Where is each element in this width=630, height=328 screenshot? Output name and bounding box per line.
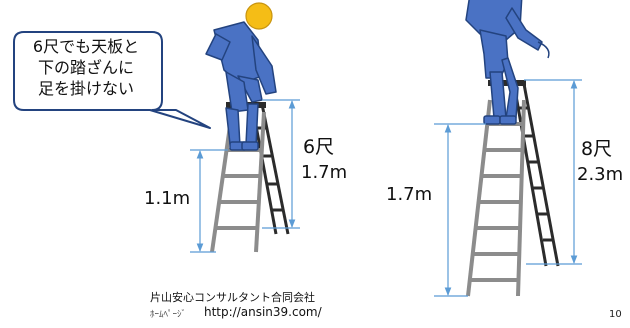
footer-url-label: ﾎｰﾑﾍﾟｰｼﾞ: [150, 310, 187, 320]
callout-bubble: [13, 31, 211, 129]
callout-line-2: 下の踏ざんに: [37, 58, 134, 77]
left-dimension-lines: [190, 99, 300, 253]
right-step-height-label: 1.7m: [386, 184, 433, 205]
callout-line-1: 6尺でも天板と: [32, 37, 140, 56]
right-ladder-height-label: 2.3m: [577, 164, 624, 185]
footer-url-link[interactable]: http://ansin39.com/: [204, 305, 322, 319]
footer-company: 片山安心コンサルタント合同会社: [150, 291, 315, 304]
left-ladder-height-label: 1.7m: [301, 162, 348, 183]
left-step-height-label: 1.1m: [144, 188, 191, 209]
left-worker-figure: [205, 21, 277, 151]
callout-text: 6尺でも天板と 下の踏ざんに 足を掛けない: [14, 36, 158, 99]
right-dimension-lines: [434, 79, 582, 297]
right-worker-figure: [465, 0, 543, 125]
callout-line-3: 足を掛けない: [37, 79, 134, 98]
right-ladder-size-label: 8尺: [581, 138, 613, 160]
left-worker-head: [245, 2, 273, 30]
page-number: 10: [609, 309, 622, 320]
left-ladder-size-label: 6尺: [303, 136, 335, 158]
right-ladder-front: [466, 99, 526, 297]
right-worker-hand: [537, 41, 550, 59]
